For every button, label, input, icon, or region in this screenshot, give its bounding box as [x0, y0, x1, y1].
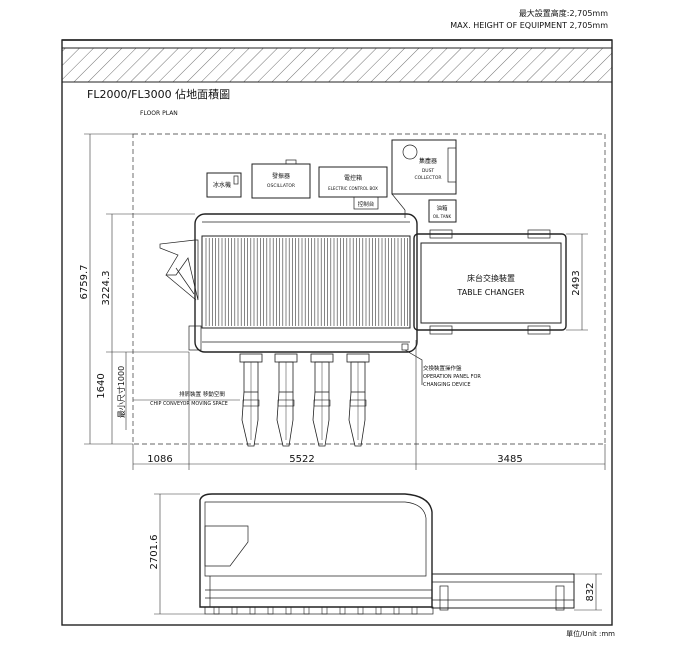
side-elevation [199, 493, 575, 615]
machine-body [188, 213, 418, 353]
dim-machine-depth-value: 3224.3 [101, 271, 112, 306]
dust-collector: 集塵器 DUST COLLECTOR [391, 139, 457, 218]
dim-min-size-value: 最小尺寸1000 [116, 366, 126, 418]
operation-panel-leader: 交換裝置操作盤 OPERATION PANEL FOR CHANGING DEV… [401, 343, 481, 388]
chip-conveyor-3 [310, 353, 334, 447]
dim-changer-depth: 2493 [566, 233, 588, 331]
dim-machine-depth: 3224.3 [101, 213, 195, 353]
oil-tank-label-en: OIL TANK [433, 214, 452, 219]
dim-machine-width-value: 5522 [289, 454, 314, 465]
chip-conveyor-4 [346, 353, 370, 447]
table-changer-label-en: TABLE CHANGER [456, 288, 525, 297]
chip-conveyor-2 [274, 353, 298, 447]
chip-conveyor-1 [239, 353, 263, 447]
operation-panel-label-en2: CHANGING DEVICE [423, 382, 471, 388]
plan-title: FL2000/FL3000 佔地面積圖 [87, 87, 230, 101]
dust-collector-label-cn: 集塵器 [419, 157, 437, 165]
left-exhaust-duct [159, 239, 199, 301]
oscillator-label-cn: 發振器 [272, 172, 290, 180]
machine-slats [205, 238, 408, 326]
console-unit: 控制台 [353, 196, 379, 210]
oscillator-label-en: OSCILLATOR [267, 183, 295, 189]
dim-front-space: 1640 [96, 352, 113, 444]
dust-collector-label-en1: DUST [422, 168, 435, 174]
chiller-unit: 冰水機 [206, 172, 242, 198]
max-height-note-cn: 最大設置高度:2,705mm [519, 8, 608, 18]
chiller-label: 冰水機 [213, 181, 231, 189]
max-height-note-en: MAX. HEIGHT OF EQUIPMENT 2,705mm [450, 21, 608, 30]
oil-tank-label-cn: 油箱 [436, 204, 448, 212]
table-changer-label-cn: 床台交換裝置 [467, 273, 515, 283]
dim-total-depth: 6759.7 [79, 133, 133, 445]
dim-height-value: 2701.6 [149, 535, 160, 570]
ceiling-hatch-band [61, 47, 613, 83]
drawing-frame [61, 39, 613, 626]
operation-panel-label-en1: OPERATION PANEL FOR [423, 374, 481, 380]
dim-total-depth-value: 6759.7 [79, 265, 90, 300]
dim-changer-height-value: 832 [585, 582, 596, 601]
dim-height: 2701.6 [149, 493, 205, 615]
dim-left-space-value: 1086 [147, 454, 172, 465]
dim-min-size: 最小尺寸1000 [116, 352, 127, 430]
oscillator-unit: 發振器 OSCILLATOR [251, 159, 311, 199]
control-box-label-en: ELECTRIC CONTROL BOX [328, 186, 378, 191]
dim-changer-height: 832 [574, 573, 602, 611]
table-changer: 床台交換裝置 TABLE CHANGER [413, 229, 567, 335]
footprint-boundary [132, 133, 606, 445]
dust-collector-label-en2: COLLECTOR [414, 175, 441, 181]
dim-changer-depth-value: 2493 [571, 270, 582, 295]
electric-control-box: 電控箱 ELECTRIC CONTROL BOX [318, 166, 388, 198]
console-label: 控制台 [358, 200, 375, 208]
dim-horizontal: 1086 5522 3485 [132, 340, 606, 470]
dim-front-space-value: 1640 [96, 373, 107, 398]
dim-changer-width-value: 3485 [497, 454, 522, 465]
operation-panel-label-cn: 交換裝置操作盤 [423, 364, 462, 372]
plan-subtitle: FLOOR PLAN [140, 110, 178, 117]
control-box-label-cn: 電控箱 [344, 174, 362, 182]
unit-note: 單位/Unit :mm [566, 629, 615, 638]
chip-conveyors [239, 353, 370, 447]
oil-tank: 油箱 OIL TANK [428, 199, 457, 223]
chip-space-label-cn: 排屑裝置 移動空間 [179, 390, 225, 398]
side-elevation-feet [213, 606, 418, 615]
